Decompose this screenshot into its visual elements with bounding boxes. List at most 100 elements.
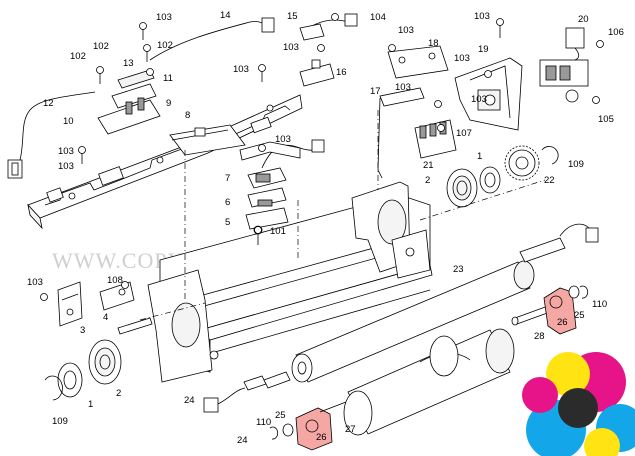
callout-104: 104 bbox=[370, 12, 386, 23]
bracket-19 bbox=[454, 57, 523, 131]
callout-103: 103 bbox=[283, 42, 299, 53]
callout-103: 103 bbox=[156, 12, 172, 23]
cable-12 bbox=[19, 91, 96, 161]
screws bbox=[40, 13, 604, 301]
fusing-unit-frame bbox=[147, 181, 433, 383]
terminal-block-21 bbox=[414, 119, 457, 159]
logo-yellow-circle-2 bbox=[584, 428, 620, 456]
pin-left bbox=[117, 317, 153, 335]
washer-25-right bbox=[568, 285, 580, 299]
callout-103: 103 bbox=[275, 134, 291, 145]
callout-109: 109 bbox=[52, 416, 68, 427]
callout-12: 12 bbox=[43, 98, 54, 109]
callout-23: 23 bbox=[453, 264, 464, 275]
callout-7: 7 bbox=[225, 173, 230, 184]
clip-110-left bbox=[269, 426, 279, 440]
callout-102: 102 bbox=[93, 41, 109, 52]
callout-24: 24 bbox=[184, 395, 195, 406]
cmyk-logo bbox=[522, 352, 635, 456]
callout-110: 110 bbox=[592, 299, 607, 310]
pressure-roller-27 bbox=[343, 328, 515, 436]
callout-26: 26 bbox=[557, 317, 568, 328]
bracket-3 bbox=[57, 281, 83, 327]
callout-27: 27 bbox=[345, 424, 356, 435]
callout-21: 21 bbox=[423, 160, 434, 171]
callout-2: 2 bbox=[425, 175, 430, 186]
callout-103: 103 bbox=[58, 146, 74, 157]
callout-101: 101 bbox=[270, 226, 286, 237]
callout-1: 1 bbox=[477, 151, 482, 162]
callout-25: 25 bbox=[275, 410, 286, 421]
callout-24: 24 bbox=[237, 435, 248, 446]
upper-frame-bracket bbox=[27, 94, 303, 230]
callout-103: 103 bbox=[454, 53, 470, 64]
callout-3: 3 bbox=[80, 325, 85, 336]
callout-6: 6 bbox=[225, 197, 230, 208]
logo-yellow-circle bbox=[546, 352, 590, 396]
callout-18: 18 bbox=[428, 38, 439, 49]
shaft-28 bbox=[511, 305, 551, 326]
callout-20: 20 bbox=[578, 14, 589, 25]
clip-109-right bbox=[541, 146, 559, 165]
callout-2: 2 bbox=[116, 388, 121, 399]
callout-103: 103 bbox=[395, 82, 411, 93]
callout-107: 107 bbox=[456, 128, 472, 139]
callout-1: 1 bbox=[88, 399, 93, 410]
solenoid-20 bbox=[539, 27, 589, 103]
callout-105: 105 bbox=[598, 114, 614, 125]
callout-9: 9 bbox=[166, 98, 171, 109]
callout-102: 102 bbox=[157, 40, 173, 51]
connector-14 bbox=[261, 17, 275, 33]
gear-26-left bbox=[295, 407, 333, 451]
callout-103: 103 bbox=[474, 11, 490, 22]
callout-26: 26 bbox=[316, 432, 327, 443]
callout-5: 5 bbox=[225, 217, 230, 228]
callout-13: 13 bbox=[123, 58, 134, 69]
callout-22: 22 bbox=[544, 175, 555, 186]
callout-28: 28 bbox=[534, 331, 545, 342]
callout-4: 4 bbox=[103, 312, 108, 323]
leader-line-c bbox=[419, 179, 546, 221]
wire-17 bbox=[377, 97, 383, 179]
callout-103: 103 bbox=[398, 25, 414, 36]
callout-103: 103 bbox=[27, 277, 43, 288]
callout-106: 106 bbox=[608, 27, 624, 38]
callout-10: 10 bbox=[63, 116, 74, 127]
callout-labels: 103 14 15 104 103 103 20 102 102 102 13 … bbox=[27, 10, 624, 446]
clip-110-right bbox=[579, 285, 589, 299]
callout-103: 103 bbox=[58, 161, 74, 172]
callout-103: 103 bbox=[471, 94, 487, 105]
sensor-holder-stack bbox=[97, 69, 161, 135]
callout-16: 16 bbox=[336, 67, 347, 78]
plate-18 bbox=[387, 45, 449, 79]
thermistor-harness bbox=[519, 223, 599, 263]
callout-103: 103 bbox=[233, 64, 249, 75]
callout-11: 11 bbox=[163, 73, 173, 84]
callout-110: 110 bbox=[256, 417, 271, 428]
logo-black-circle bbox=[558, 388, 598, 428]
callout-8: 8 bbox=[185, 110, 190, 121]
bushing-1-right bbox=[479, 166, 501, 194]
callout-102: 102 bbox=[70, 51, 86, 62]
callout-15: 15 bbox=[287, 11, 298, 22]
bracket-center bbox=[239, 141, 301, 161]
switch-15 bbox=[299, 13, 358, 41]
clip-109-left bbox=[44, 375, 63, 401]
bracket-8 bbox=[169, 124, 246, 156]
callout-108: 108 bbox=[107, 275, 123, 286]
logo-magenta-circle-2 bbox=[522, 377, 558, 413]
gear-22 bbox=[504, 145, 540, 181]
callout-14: 14 bbox=[220, 10, 231, 21]
callout-25: 25 bbox=[574, 310, 585, 321]
leader-line-d bbox=[139, 302, 206, 321]
bracket-4 bbox=[99, 281, 135, 311]
hot-roller-23 bbox=[291, 260, 535, 383]
callout-19: 19 bbox=[478, 44, 489, 55]
washer-25-left bbox=[282, 423, 294, 437]
callout-109: 109 bbox=[568, 159, 584, 170]
gear-26-right bbox=[543, 287, 577, 335]
bushing-1-left bbox=[57, 362, 83, 398]
thermostat-24 bbox=[203, 371, 291, 413]
callout-17: 17 bbox=[370, 86, 381, 97]
